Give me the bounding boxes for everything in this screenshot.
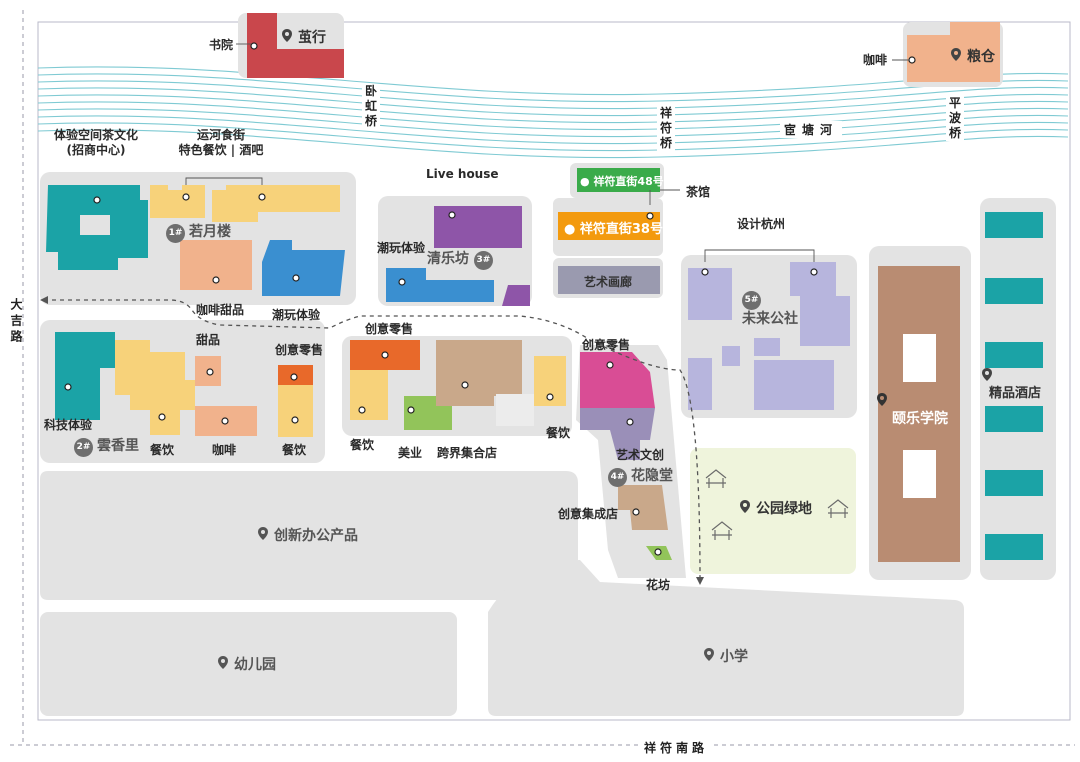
label-office: 创新办公产品: [258, 527, 358, 545]
label-coffee-z2: 咖啡: [212, 443, 237, 457]
walking-route: [44, 299, 701, 581]
zone3-name: 清乐坊 3#: [427, 250, 497, 270]
river-label: 宦塘河: [780, 121, 843, 138]
label-creative-center: 创意零售: [365, 322, 414, 336]
label-beauty: 美业: [398, 446, 423, 460]
location-pin-icon: [258, 527, 268, 541]
location-pin-icon: [740, 500, 750, 514]
label-coffee-dessert: 咖啡甜品: [196, 303, 245, 317]
label-crossover: 跨界集合店: [437, 446, 498, 460]
label-flower: 花坊: [646, 578, 671, 592]
label-creative-z2: 创意零售: [275, 343, 324, 357]
sign-gallery: 艺术画廊: [584, 275, 633, 289]
label-food-z2b: 餐饮: [282, 443, 307, 457]
building-book-house: [247, 13, 344, 78]
label-food-z2a: 餐饮: [150, 443, 175, 457]
label-coffee-north: 咖啡: [863, 53, 888, 67]
label-food-center: 餐饮: [350, 438, 375, 452]
bridge-pingbo: 平波桥: [946, 96, 964, 141]
label-art: 艺术文创: [616, 448, 665, 462]
label-design-hangzhou: 设计杭州: [737, 217, 786, 231]
location-pin-icon: [982, 368, 1020, 381]
location-pin-icon: [951, 48, 961, 62]
label-livehouse: Live house: [426, 167, 499, 181]
label-food-center2: 餐饮: [546, 426, 571, 440]
label-canal-food: 运河食街 特色餐饮 | 酒吧: [178, 128, 264, 157]
label-jianhang: 茧行: [282, 29, 326, 47]
zone4-name: 4#花隐堂: [608, 467, 673, 487]
label-book-house: 书院: [209, 38, 234, 52]
label-trendy-3: 潮玩体验: [377, 241, 426, 255]
label-dessert: 甜品: [196, 333, 221, 347]
label-granary: 粮仓: [951, 48, 995, 66]
sign-street-38: ● 祥符直街38号: [564, 222, 663, 237]
zone2-name: 2#雲香里: [74, 437, 139, 457]
label-hotel: 精品酒店: [982, 368, 1048, 403]
river-line: [37, 80, 1069, 110]
zone5-name: 5#未来公社: [742, 290, 798, 328]
zone1-name: 1#若月楼: [166, 223, 231, 243]
label-creative-z4: 创意零售: [582, 338, 631, 352]
location-pin-icon: [877, 393, 925, 406]
road-south-label: 祥符南路: [640, 739, 713, 756]
sign-street-48: ● 祥符直街48号: [580, 175, 664, 188]
label-kindergarten: 幼儿园: [218, 656, 276, 674]
bridge-wohong: 卧虹桥: [362, 84, 380, 129]
label-tech: 科技体验: [44, 418, 93, 432]
location-pin-icon: [704, 648, 714, 662]
site-boundary: [37, 21, 1071, 721]
label-park: 公园绿地: [740, 500, 812, 518]
location-pin-icon: [218, 656, 228, 670]
label-college: 颐乐学院: [877, 393, 963, 428]
road-west-label: 大吉路: [9, 298, 23, 346]
bridge-xiangfu: 祥符桥: [657, 106, 675, 151]
label-tea-culture: 体验空间茶文化 (招商中心): [53, 128, 138, 157]
label-collection: 创意集成店: [558, 507, 619, 521]
location-pin-icon: [282, 29, 292, 43]
label-school: 小学: [704, 648, 748, 666]
label-trendy-1: 潮玩体验: [272, 308, 321, 322]
label-teahouse: 茶馆: [686, 185, 711, 199]
